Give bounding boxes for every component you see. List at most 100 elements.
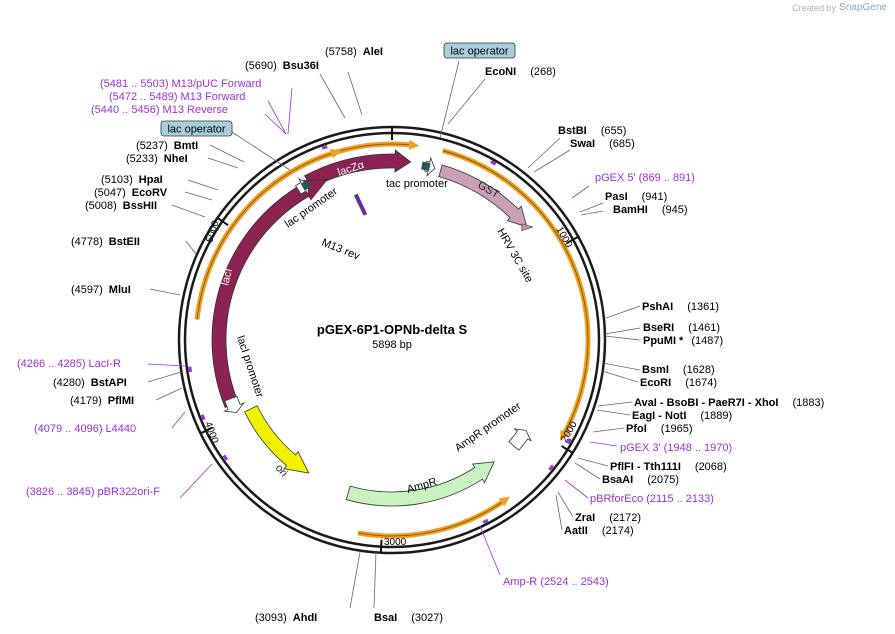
- tick-1000: [566, 235, 579, 244]
- primer-label[interactable]: (4079 .. 4096) L4440: [34, 423, 136, 435]
- snapgene-logo: SnapGene: [839, 2, 887, 13]
- leader-line: [577, 457, 609, 467]
- leader-line: [185, 240, 197, 255]
- orf-ampr-head: [498, 496, 510, 507]
- tick-label-3000: 3000: [384, 537, 407, 548]
- site-label[interactable]: SwaI(685): [570, 138, 635, 150]
- site-label[interactable]: PasI(941): [605, 191, 667, 203]
- leader-line: [264, 113, 287, 135]
- site-label[interactable]: BamHI(945): [613, 204, 688, 216]
- tick-marks: [200, 127, 579, 553]
- site-label[interactable]: (5758)AleI: [325, 46, 383, 58]
- leader-line: [479, 525, 501, 576]
- site-label[interactable]: EcoNI(268): [485, 66, 556, 78]
- site-label[interactable]: (5008)BssHII: [85, 200, 157, 212]
- primer-label[interactable]: (3826 .. 3845) pBR322ori-F: [26, 486, 160, 498]
- l4440-mark: [200, 414, 206, 421]
- tick-5000: [216, 217, 229, 227]
- m13-rev-mark: [353, 193, 368, 216]
- site-label[interactable]: (5047)EcoRV: [94, 187, 168, 199]
- tick-4000: [200, 426, 213, 435]
- gst-feature: [438, 164, 528, 228]
- leader-line: [184, 191, 213, 201]
- site-label[interactable]: PfoI(1965): [626, 423, 693, 435]
- lac-operator-left[interactable]: lac operator: [160, 120, 233, 137]
- ampr-promoter-arrow: [508, 428, 532, 451]
- leader-line: [267, 100, 287, 135]
- orf-laci-head: [329, 148, 342, 159]
- lac-operator-mark-left: [300, 179, 312, 191]
- primer-label[interactable]: pGEX 3' (1948 .. 1970): [620, 442, 732, 454]
- site-label[interactable]: AatII(2174): [564, 525, 634, 537]
- orf-laci-edge: [196, 153, 332, 320]
- leader-line: [347, 71, 363, 116]
- orf-gst: [442, 148, 591, 434]
- leader-line: [231, 131, 291, 171]
- primer-label[interactable]: (5472 .. 5489) M13 Forward: [109, 91, 245, 103]
- m13-rev-label: M13 rev: [320, 237, 362, 263]
- leader-line: [147, 363, 186, 367]
- leader-line: [439, 60, 460, 139]
- m13-primer-mark: [321, 145, 328, 150]
- site-label[interactable]: PpuMI *(1487): [643, 335, 723, 347]
- laci-feature: [211, 179, 329, 408]
- site-label[interactable]: (5103)HpaI: [101, 174, 163, 186]
- leader-line: [604, 335, 641, 341]
- leader-line: [604, 327, 641, 335]
- site-label[interactable]: PflFI - Tth111I(2068): [610, 461, 727, 473]
- leader-line: [596, 409, 631, 416]
- site-label[interactable]: (4179)PflMI: [70, 395, 134, 407]
- primer-label[interactable]: (4266 .. 4285) LacI-R: [17, 358, 121, 370]
- site-label[interactable]: BsaAI(2075): [602, 474, 679, 486]
- site-label[interactable]: BsmI(1628): [642, 364, 715, 376]
- leader-line: [571, 185, 590, 199]
- site-label[interactable]: BseRI(1461): [643, 322, 720, 334]
- orf-arcs: [194, 139, 591, 539]
- site-label[interactable]: (4597)MluI: [71, 284, 131, 296]
- laci-promoter-label: lacI promoter: [234, 334, 265, 399]
- leader-line: [287, 87, 293, 135]
- plasmid-size: 5898 bp: [372, 339, 412, 351]
- tick-2000: [561, 445, 574, 454]
- site-label[interactable]: (5690)Bsu36I: [245, 60, 319, 72]
- primer-label[interactable]: pGEX 5' (869 .. 891): [595, 172, 695, 184]
- leader-lines: [147, 60, 641, 609]
- leader-line: [555, 494, 563, 531]
- orf-ampr: [357, 500, 503, 539]
- site-label[interactable]: AvaI - BsoBI - PaeR7I - XhoI(1883): [634, 397, 824, 409]
- pbr322ori-mark: [222, 454, 229, 461]
- lac-operator-top[interactable]: lac operator: [443, 42, 516, 59]
- site-label[interactable]: (5237)BmtI: [136, 140, 198, 152]
- site-label[interactable]: (5233)NheI: [126, 153, 188, 165]
- leader-line: [533, 149, 571, 173]
- tick-label-5000: 5000: [204, 219, 221, 244]
- laci-label: lacI: [219, 267, 235, 287]
- site-label[interactable]: EagI - NotI(1889): [632, 410, 732, 422]
- primer-label[interactable]: (5481 .. 5503) M13/pUC Forward: [100, 78, 261, 90]
- pgex5-mark: [490, 160, 497, 166]
- site-label[interactable]: EcoRI(1674): [640, 377, 717, 389]
- leader-line: [602, 362, 641, 371]
- orf-ampr-edge: [357, 502, 502, 537]
- tac-promoter-arrow: [424, 156, 436, 177]
- leader-line: [319, 73, 346, 119]
- plasmid-name: pGEX-6P1-OPNb-delta S: [317, 322, 468, 337]
- primer-labels: (5481 .. 5503) M13/pUC Forward (5472 .. …: [17, 78, 732, 588]
- primer-label[interactable]: (5440 .. 5456) M13 Reverse: [91, 104, 228, 116]
- leader-line: [592, 427, 625, 433]
- site-label[interactable]: (4778)BstEII: [71, 236, 140, 248]
- site-label[interactable]: ZraI(2172): [575, 512, 641, 524]
- leader-line: [207, 157, 239, 169]
- site-label[interactable]: PshAI(1361): [642, 301, 719, 313]
- site-label[interactable]: (3093)AhdI: [255, 612, 317, 624]
- primer-label[interactable]: Amp-R (2524 .. 2543): [503, 576, 609, 588]
- leader-line: [209, 144, 245, 163]
- primer-label[interactable]: pBRforEco (2115 .. 2133): [590, 493, 714, 505]
- site-label[interactable]: (4280)BstAPI: [53, 377, 127, 389]
- leader-line: [349, 551, 361, 609]
- site-label[interactable]: BsaI(3027): [374, 612, 443, 624]
- site-label[interactable]: BstBI(655): [558, 125, 626, 137]
- leader-line: [147, 371, 182, 383]
- leader-line: [579, 202, 604, 213]
